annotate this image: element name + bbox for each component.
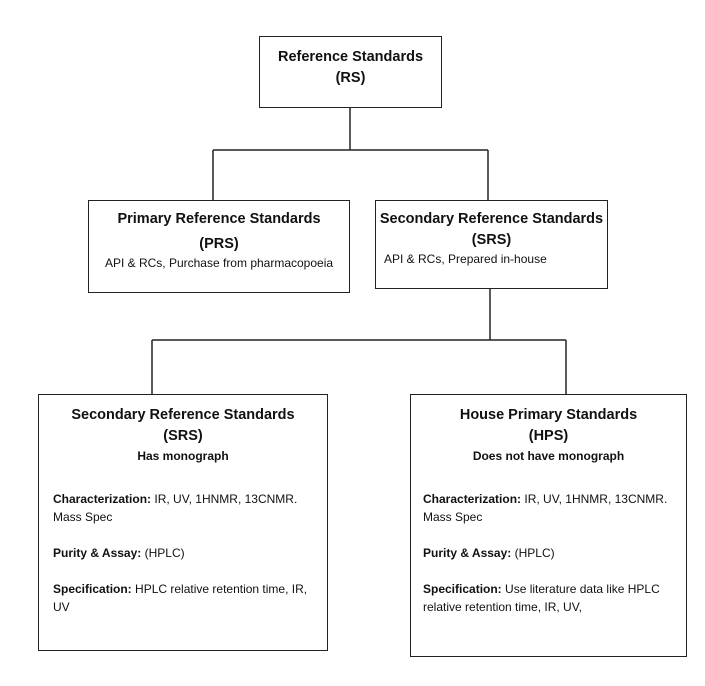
purity-label: Purity & Assay:	[53, 546, 142, 561]
characterization-value: IR, UV, 1HNMR, 13CNMR. Mass Spec	[53, 492, 298, 525]
node-reference-standards: Reference Standards (RS)	[259, 36, 442, 108]
purity-value: (HPLC)	[514, 546, 555, 561]
node-description: API & RCs, Purchase from pharmacopoeia	[104, 256, 334, 271]
node-monograph-note: Has monograph	[137, 449, 229, 464]
node-house-primary-standards: House Primary Standards (HPS) Does not h…	[410, 394, 687, 657]
characterization-row: Characterization: IR, UV, 1HNMR, 13CNMR.…	[423, 490, 674, 526]
node-monograph-note: Does not have monograph	[472, 449, 625, 464]
characterization-row: Characterization: IR, UV, 1HNMR, 13CNMR.…	[53, 490, 313, 526]
node-abbr: (PRS)	[199, 236, 239, 253]
specification-value: HPLC relative retention time, IR, UV	[53, 582, 308, 615]
node-description: API & RCs, Prepared in-house	[384, 252, 547, 267]
node-title: Reference Standards	[277, 49, 424, 65]
node-title: Secondary Reference Standards (SRS)	[379, 211, 604, 249]
purity-value: (HPLC)	[144, 546, 185, 561]
specification-row: Specification: HPLC relative retention t…	[53, 580, 313, 616]
specification-value: Use literature data like HPLC relative r…	[423, 582, 660, 615]
purity-row: Purity & Assay: (HPLC)	[53, 544, 313, 562]
characterization-label: Characterization:	[423, 492, 522, 507]
characterization-label: Characterization:	[53, 492, 152, 507]
node-abbr: (SRS)	[163, 428, 203, 445]
node-secondary-reference-standards-top: Secondary Reference Standards (SRS) API …	[375, 200, 608, 289]
specification-label: Specification:	[423, 582, 502, 597]
node-secondary-reference-standards: Secondary Reference Standards (SRS) Has …	[38, 394, 328, 651]
characterization-value: IR, UV, 1HNMR, 13CNMR. Mass Spec	[423, 492, 668, 525]
specification-label: Specification:	[53, 582, 132, 597]
specification-row: Specification: Use literature data like …	[423, 580, 674, 616]
node-title: Primary Reference Standards	[117, 211, 321, 227]
node-primary-reference-standards: Primary Reference Standards (PRS) API & …	[88, 200, 350, 293]
node-abbr: (HPS)	[528, 428, 569, 445]
node-abbr: (RS)	[335, 70, 366, 87]
node-title: House Primary Standards	[459, 407, 638, 423]
purity-label: Purity & Assay:	[423, 546, 512, 561]
node-title: Secondary Reference Standards	[71, 407, 295, 423]
purity-row: Purity & Assay: (HPLC)	[423, 544, 674, 562]
